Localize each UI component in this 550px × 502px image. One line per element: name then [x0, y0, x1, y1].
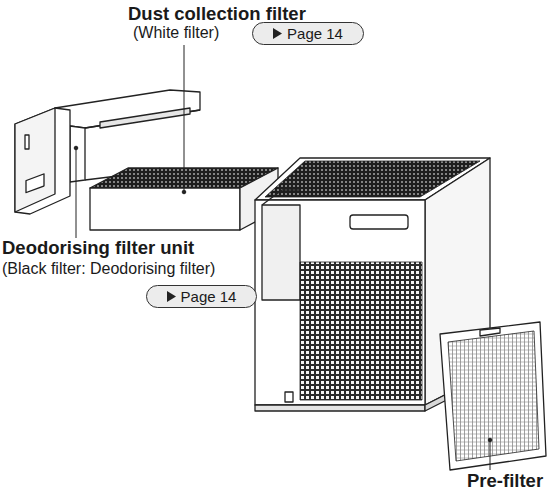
part-note: (White filter)	[133, 24, 219, 42]
part-name: Deodorising filter unit	[2, 237, 194, 258]
pointer-triangle-shape	[167, 291, 176, 302]
pre-filter-panel	[440, 322, 546, 470]
page-reference-pill: Page 14	[146, 285, 257, 308]
page-reference: Page 14	[287, 26, 343, 41]
part-name: Pre-filter	[467, 470, 543, 491]
pointer-triangle	[167, 291, 176, 302]
pointer-triangle	[273, 28, 282, 39]
pointer-triangle-shape	[273, 28, 282, 39]
page-reference: Page 14	[181, 289, 237, 304]
page-reference-pill: Page 14	[252, 22, 364, 45]
part-name: Dust collection filter	[128, 3, 306, 24]
part-note: (Black filter: Deodorising filter)	[2, 260, 215, 278]
